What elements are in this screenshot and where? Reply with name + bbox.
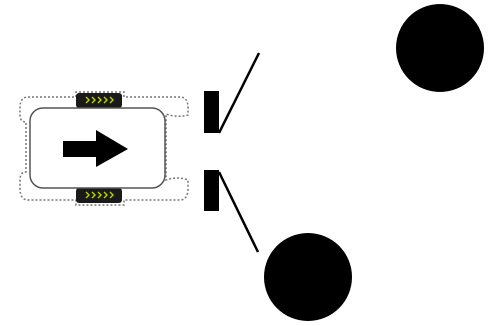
upper-flipper-bar bbox=[204, 91, 219, 133]
lower-guide-line bbox=[217, 171, 260, 253]
lower-ball bbox=[264, 233, 352, 321]
bottom-wheel bbox=[76, 188, 122, 203]
lower-flipper-bar bbox=[204, 170, 219, 211]
upper-ball bbox=[396, 4, 484, 92]
arrow-right-icon bbox=[63, 130, 128, 167]
robot-dotted-outline bbox=[19, 91, 189, 206]
upper-guide-line bbox=[217, 52, 261, 134]
top-wheel bbox=[76, 93, 122, 108]
robot bbox=[19, 91, 189, 206]
